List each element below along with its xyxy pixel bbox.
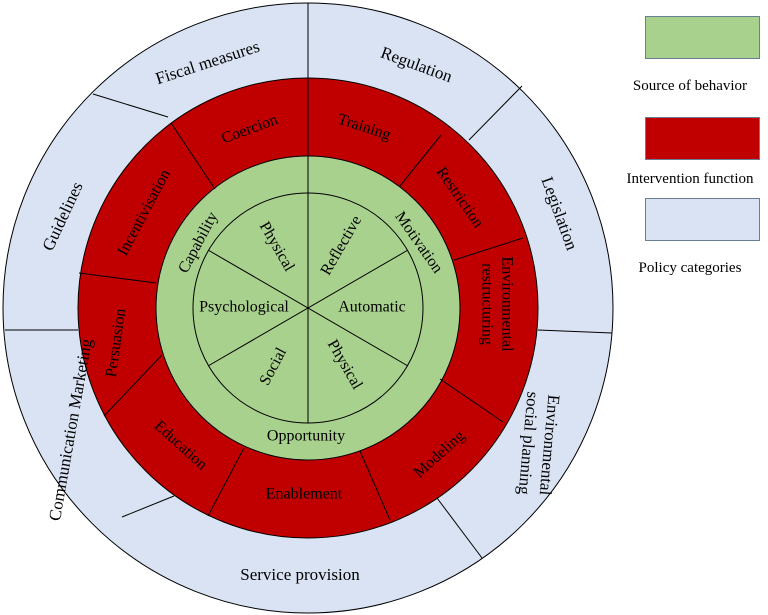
legend-label-source: Source of behavior <box>632 78 748 94</box>
intervention-enablement: Enablement <box>266 486 343 503</box>
legend-label-intervention: Intervention function <box>626 171 754 187</box>
component-psychological: Psychological <box>199 299 289 316</box>
intervention-environmental-restructuring-line2: restructuring <box>478 263 495 345</box>
component-automatic: Automatic <box>338 299 406 316</box>
intervention-environmental-restructuring: Environmental restructuring <box>478 256 515 352</box>
legend-label-policy: Policy categories <box>638 260 742 276</box>
legend-swatch-intervention <box>645 117 760 160</box>
intervention-environmental-restructuring-line1: Environmental <box>498 256 515 352</box>
policy-service-provision: Service provision <box>240 565 360 584</box>
intervention-dividers <box>78 78 524 521</box>
legend-swatch-policy <box>645 198 760 241</box>
source-opportunity: Opportunity <box>267 428 345 445</box>
component-dividers <box>207 156 409 423</box>
legend-swatch-source <box>645 16 760 59</box>
policy-dividers <box>5 3 613 559</box>
